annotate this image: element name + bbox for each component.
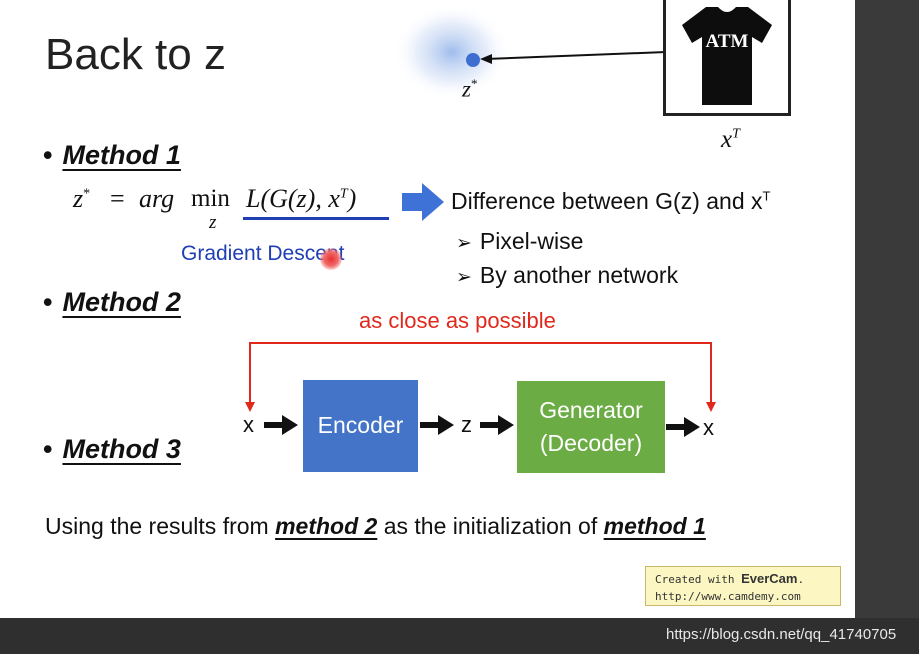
evercam-watermark: Created with EverCam. http://www.camdemy… <box>645 566 841 606</box>
encoder-box: Encoder <box>303 380 418 472</box>
z-star-label: z* <box>462 76 478 102</box>
formula-min-sub: z <box>209 212 217 233</box>
z-star-diagram <box>394 4 667 100</box>
tshirt-frame: ATM <box>663 0 791 116</box>
method1-bullet: •Method 1 <box>43 140 181 170</box>
formula-loss: L(G(z), xT) <box>246 184 357 213</box>
arrow-right-icon <box>264 415 298 435</box>
arrow-down-icon <box>706 402 716 412</box>
method2-bullet: •Method 2 <box>43 287 181 317</box>
chevron-right-icon: ➢ <box>456 233 472 254</box>
close-as-possible-label: as close as possible <box>359 308 556 333</box>
latent-glow <box>394 4 510 100</box>
cursor-highlight <box>320 248 342 270</box>
slide: Back to z z* ATM xT •Method 1 z* = arg m… <box>0 0 855 618</box>
sub-item-pixel-wise: ➢Pixel-wise <box>456 228 584 254</box>
slide-title: Back to z <box>45 30 226 79</box>
arrow-right-icon <box>480 415 514 435</box>
formula-lhs: z* <box>73 184 91 213</box>
method3-bullet: •Method 3 <box>43 434 181 464</box>
arrow-down-icon <box>245 402 255 412</box>
formula-arg: arg <box>139 184 175 213</box>
footer-bar <box>0 618 919 654</box>
arrow-right-icon <box>666 417 700 437</box>
chevron-right-icon: ➢ <box>456 267 472 288</box>
arrow-right-icon <box>420 415 454 435</box>
formula-min: min <box>191 185 230 212</box>
formula-equals: = <box>110 184 125 213</box>
red-bracket <box>245 342 716 412</box>
xt-label: xT <box>721 126 740 153</box>
source-url: https://blog.csdn.net/qq_41740705 <box>666 626 897 643</box>
right-arrow-icon <box>402 183 444 221</box>
sub-item-another-network: ➢By another network <box>456 262 679 288</box>
loss-underline <box>243 217 389 220</box>
pipeline-input-x: x <box>243 412 254 437</box>
pipeline-output-x: x <box>703 415 714 440</box>
right-side-panel <box>855 0 919 618</box>
pipeline-latent-z: z <box>461 412 472 437</box>
z-star-point <box>466 53 480 67</box>
method1-description: Difference between G(z) and xT <box>451 188 771 214</box>
gradient-descent-label: Gradient Descent <box>181 242 345 265</box>
generator-box: Generator(Decoder) <box>517 381 665 473</box>
conclusion-text: Using the results from method 2 as the i… <box>45 513 706 539</box>
tshirt-icon: ATM <box>682 7 772 105</box>
tshirt-logo: ATM <box>706 31 749 52</box>
arrow-head-icon <box>480 54 492 64</box>
